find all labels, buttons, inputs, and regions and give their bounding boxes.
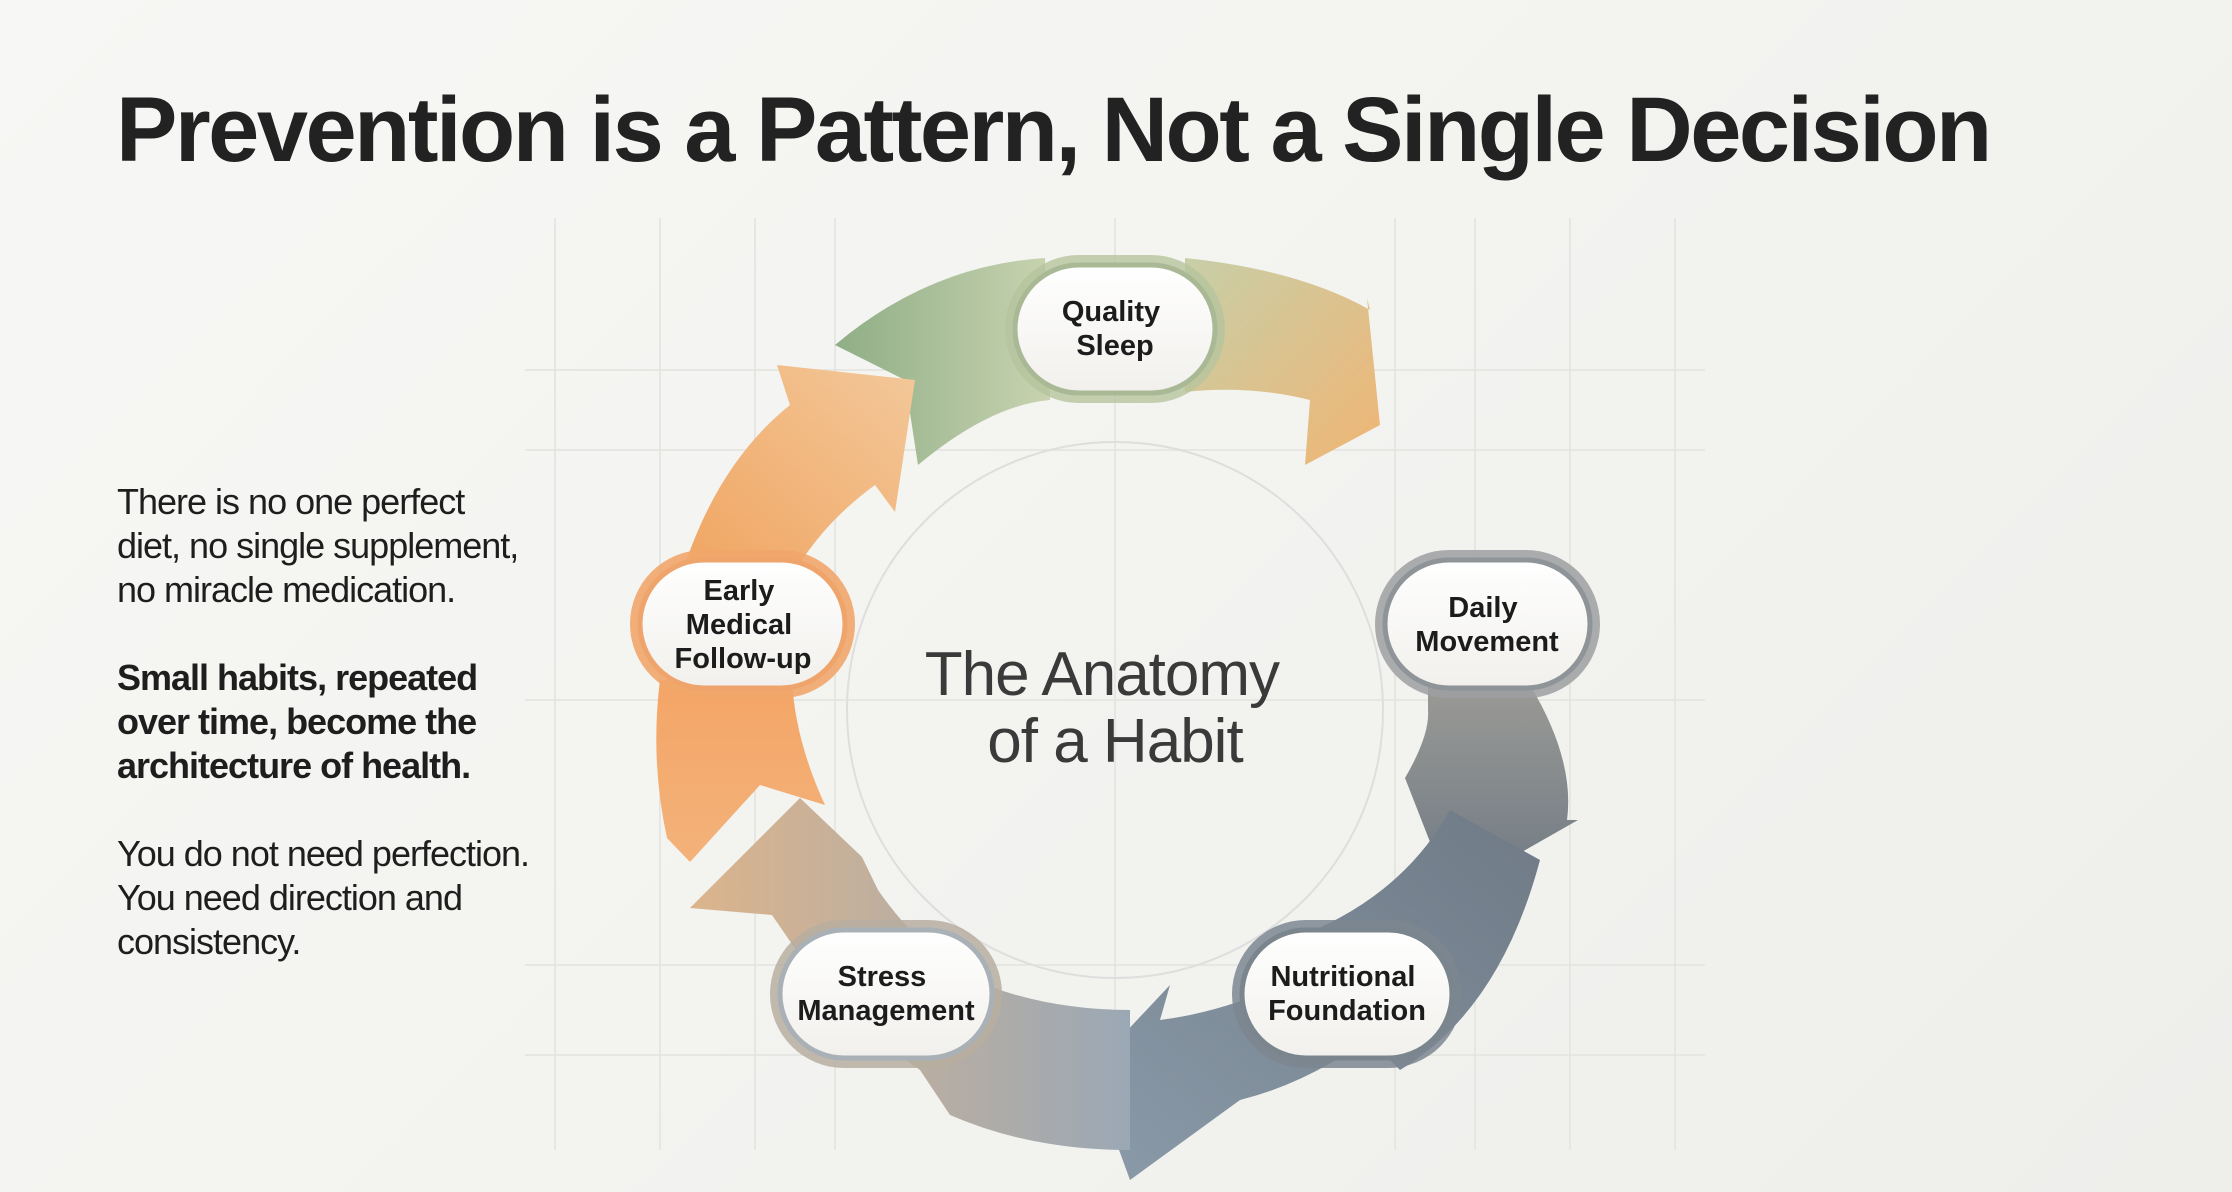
node-label-line: Management bbox=[797, 995, 975, 1027]
node-label-line: Stress bbox=[838, 961, 927, 993]
node-daily-movement: Daily Movement bbox=[1375, 550, 1600, 698]
node-label-line: Foundation bbox=[1268, 995, 1426, 1027]
node-quality-sleep: Quality Sleep bbox=[1005, 255, 1225, 403]
node-label-line: Early bbox=[703, 575, 774, 607]
page-title: Prevention is a Pattern, Not a Single De… bbox=[116, 79, 1992, 181]
inner-circle-outline bbox=[846, 441, 1384, 979]
intro-line: over time, become the bbox=[117, 701, 477, 742]
intro-line: no miracle medication. bbox=[117, 569, 456, 610]
arrow-sleep-to-movement bbox=[1185, 258, 1380, 465]
node-label: Daily Movement bbox=[1415, 592, 1559, 658]
node-label-line: Nutritional bbox=[1270, 961, 1415, 993]
intro-text: There is no one perfect diet, no single … bbox=[117, 480, 587, 1008]
node-label-line: Medical bbox=[686, 609, 792, 641]
node-label-line: Follow-up bbox=[675, 643, 812, 675]
node-label-line: Sleep bbox=[1076, 330, 1153, 362]
node-label-line: Daily bbox=[1448, 592, 1517, 624]
intro-paragraph-3: You do not need perfection. You need dir… bbox=[117, 832, 587, 964]
node-label-line: Quality bbox=[1062, 296, 1160, 328]
arrow-lower-left bbox=[656, 680, 825, 862]
node-early-medical-follow-up: Early Medical Follow-up bbox=[630, 550, 855, 698]
intro-line: Small habits, repeated bbox=[117, 657, 478, 698]
node-label: Early Medical Follow-up bbox=[675, 575, 812, 675]
node-label: Nutritional Foundation bbox=[1268, 961, 1426, 1027]
intro-line: You do not need perfection. bbox=[117, 833, 530, 874]
node-label: Stress Management bbox=[797, 961, 975, 1027]
intro-paragraph-2: Small habits, repeated over time, become… bbox=[117, 656, 587, 788]
node-nutritional-foundation: Nutritional Foundation bbox=[1232, 920, 1462, 1068]
node-label-line: Movement bbox=[1415, 626, 1559, 658]
node-label: Quality Sleep bbox=[1062, 296, 1168, 362]
center-label: The Anatomy of a Habit bbox=[925, 640, 1296, 776]
intro-line: consistency. bbox=[117, 921, 301, 962]
intro-line: There is no one perfect bbox=[117, 481, 465, 522]
center-label-line: of a Habit bbox=[987, 707, 1243, 776]
intro-line: You need direction and bbox=[117, 877, 463, 918]
arrow-early-to-sleep bbox=[835, 258, 1050, 465]
intro-paragraph-1: There is no one perfect diet, no single … bbox=[117, 480, 587, 612]
node-stress-management: Stress Management bbox=[770, 920, 1002, 1068]
center-label-line: The Anatomy bbox=[925, 640, 1280, 709]
intro-line: diet, no single supplement, bbox=[117, 525, 519, 566]
arrow-upper-left bbox=[680, 365, 915, 580]
intro-line: architecture of health. bbox=[117, 745, 471, 786]
